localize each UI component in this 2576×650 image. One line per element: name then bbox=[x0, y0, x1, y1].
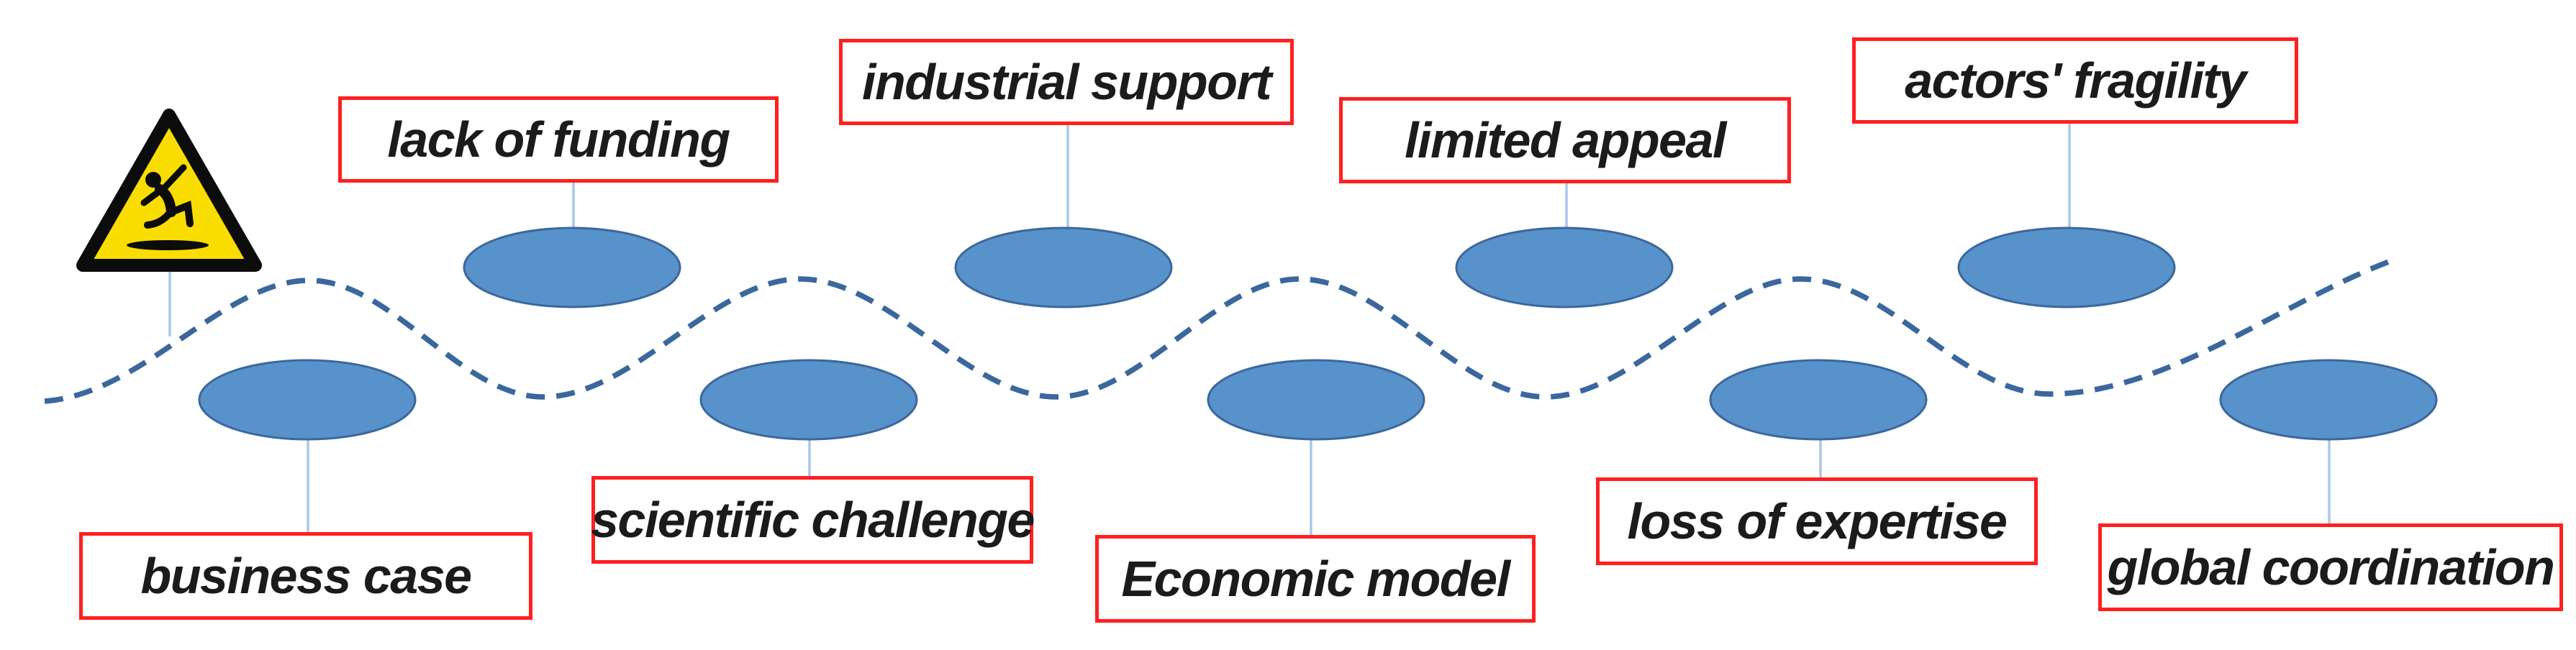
slippery-floor-ellipse bbox=[127, 240, 209, 250]
obstacle-label-limited-appeal: limited appeal bbox=[1339, 97, 1791, 183]
obstacle-label-industrial-support: industrial support bbox=[839, 39, 1294, 125]
stone-ellipse-economic-model bbox=[1207, 359, 1425, 441]
obstacle-label-actors-fragility: actors' fragility bbox=[1852, 37, 2298, 124]
person-trailing-leg bbox=[144, 209, 173, 229]
stone-ellipse-scientific-challenge bbox=[699, 359, 918, 441]
slippery-surface-warning-icon bbox=[76, 109, 262, 272]
hazard-triangle bbox=[76, 109, 262, 272]
stone-ellipse-business-case bbox=[198, 359, 417, 441]
stone-ellipse-limited-appeal bbox=[1455, 226, 1674, 308]
stone-ellipse-global-coordination bbox=[2219, 359, 2438, 441]
obstacle-label-business-case: business case bbox=[79, 532, 532, 620]
dashed-wave-path bbox=[44, 257, 2394, 404]
stone-ellipse-loss-of-expertise bbox=[1709, 359, 1928, 441]
slipping-person-glyph bbox=[127, 164, 209, 250]
stone-ellipse-lack-of-funding bbox=[463, 226, 681, 308]
obstacle-label-global-coordination: global coordination bbox=[2098, 523, 2563, 611]
person-bent-leg bbox=[168, 200, 194, 227]
obstacle-label-lack-of-funding: lack of funding bbox=[338, 96, 779, 183]
person-lower-arm bbox=[140, 188, 162, 206]
obstacle-label-scientific-challenge: scientific challenge bbox=[591, 476, 1035, 564]
person-head bbox=[145, 172, 161, 188]
stone-ellipse-industrial-support bbox=[954, 226, 1173, 308]
stone-ellipse-actors-fragility bbox=[1957, 226, 2176, 308]
obstacle-label-loss-of-expertise: loss of expertise bbox=[1596, 477, 2038, 565]
obstacle-label-economic-model: Economic model bbox=[1095, 535, 1536, 623]
person-raised-arm bbox=[159, 164, 187, 193]
